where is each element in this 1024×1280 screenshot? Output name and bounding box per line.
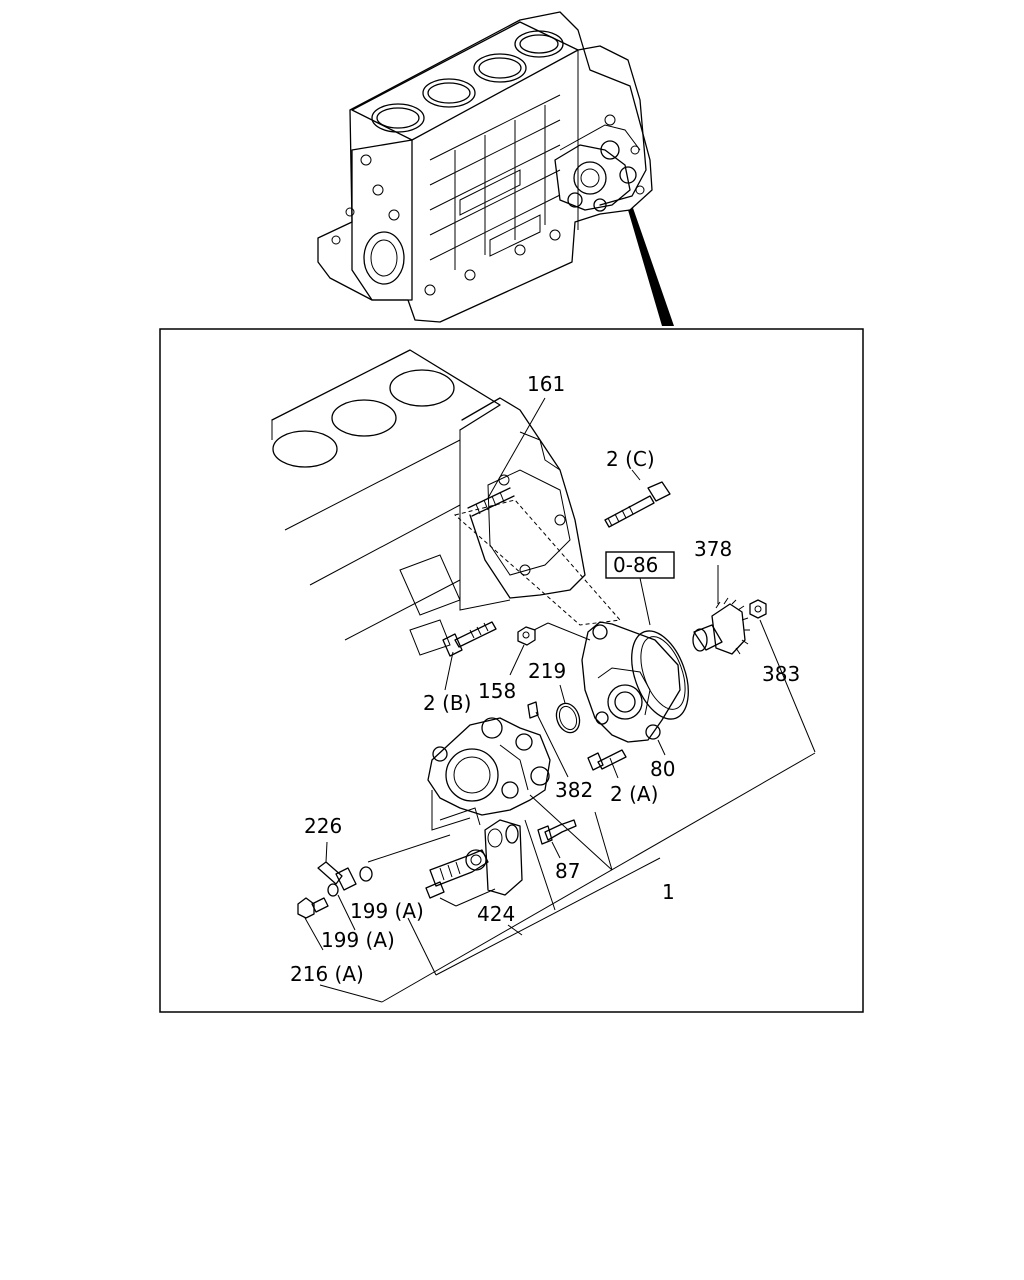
assembly-leaders: [319, 752, 816, 1003]
label-158: 158: [478, 679, 516, 703]
callout-pointer: [628, 208, 674, 326]
drive-gear-378: [692, 565, 750, 655]
label-226: 226: [304, 814, 342, 838]
detail-engine-block: [271, 349, 621, 656]
nut-383: [749, 599, 816, 753]
label-161: 161: [527, 372, 565, 396]
pump-flange-housing: [581, 577, 689, 743]
bolt-226: [317, 841, 373, 891]
detail-frame: [159, 328, 864, 1013]
o-ring-219: [555, 684, 581, 734]
label-2c: 2 (C): [606, 447, 655, 471]
label-219: 219: [528, 659, 566, 683]
label-ref-0-86: 0-86: [613, 553, 658, 577]
ref-box-0-86: [605, 551, 675, 579]
label-1: 1: [662, 880, 675, 904]
part-labels: 161 2 (C) 378 0-86 383 219 158 2 (B) 80 …: [290, 372, 800, 986]
label-382: 382: [555, 778, 593, 802]
label-199a-lower: 199 (A): [321, 928, 395, 952]
label-378: 378: [694, 537, 732, 561]
leader-80: [657, 739, 666, 756]
injection-pump-assembly: [427, 701, 569, 831]
stud-161: [467, 397, 546, 517]
label-199a-upper: 199 (A): [350, 899, 424, 923]
nut-158: [509, 622, 591, 676]
label-216a: 216 (A): [290, 962, 364, 986]
bolt-2c: [604, 469, 671, 528]
label-2a: 2 (A): [610, 782, 658, 806]
label-87: 87: [555, 859, 580, 883]
bolt-87: [537, 819, 577, 859]
label-80: 80: [650, 757, 675, 781]
bolt-2b: [442, 621, 497, 691]
bolt-2a: [587, 749, 627, 779]
label-424: 424: [477, 902, 515, 926]
engine-block-overview: [317, 11, 653, 323]
label-383: 383: [762, 662, 800, 686]
label-2b: 2 (B): [423, 691, 471, 715]
bolt-216a: [297, 883, 356, 951]
sensor-424-group: [425, 819, 523, 907]
